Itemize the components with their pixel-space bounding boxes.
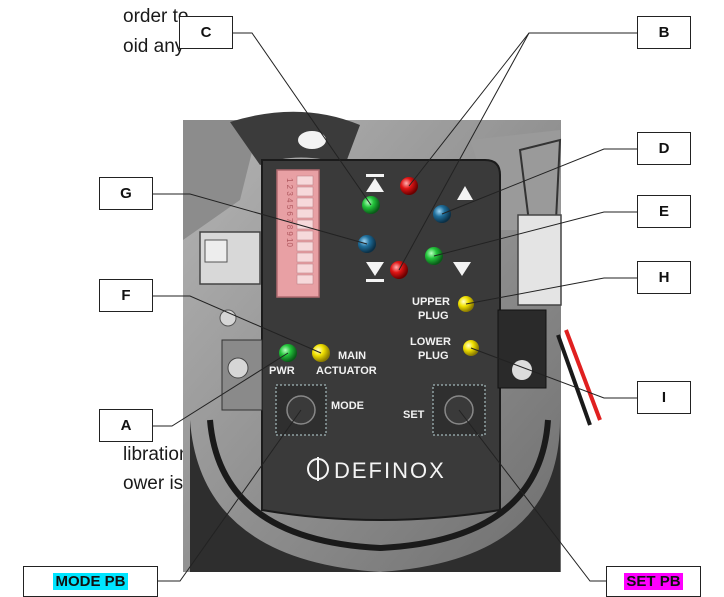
- up-arrow-icon: [457, 186, 473, 200]
- set-label: SET: [403, 409, 425, 421]
- callout-d: D: [637, 132, 691, 165]
- body-text-line-2: oid any: [123, 36, 185, 57]
- down-limit-arrow-icon: [366, 262, 384, 276]
- body-text-line-3: libration,: [123, 444, 195, 465]
- down-arrow-icon: [453, 262, 471, 276]
- callout-e: E: [637, 195, 691, 228]
- top-clip: [230, 111, 360, 165]
- leader-e: [433, 211, 639, 257]
- body-text-line-4: ower is: [123, 473, 184, 494]
- leader-h: [465, 277, 639, 305]
- black-cable: [556, 334, 592, 426]
- callout-f: F: [99, 279, 153, 312]
- mode-label: MODE: [331, 400, 364, 412]
- red-cable: [564, 329, 602, 421]
- upper-plug-label-line-2: PLUG: [418, 310, 449, 322]
- left-lower-screw: [227, 357, 249, 379]
- upper-plug-label-line-1: UPPER: [412, 296, 450, 308]
- cover-ring: [190, 420, 560, 572]
- leader-f: [152, 295, 322, 354]
- callout-set-pb: SET PB: [606, 566, 701, 597]
- main-actuator-label-line-2: ACTUATOR: [316, 365, 377, 377]
- dip-switch-levers: [296, 175, 314, 285]
- housing-shadow: [183, 120, 260, 240]
- leader-c: [232, 32, 372, 206]
- leader-set-pb: [458, 409, 608, 582]
- callout-c: C: [179, 16, 233, 49]
- callout-h: H: [637, 261, 691, 294]
- definox-logo: [307, 457, 329, 481]
- mode-pb-label: MODE PB: [53, 573, 128, 590]
- left-terminal-screw: [204, 239, 228, 263]
- leader-i: [470, 347, 639, 399]
- main-actuator-label-line-1: MAIN: [338, 350, 366, 362]
- leader-mode-pb: [157, 409, 302, 582]
- leader-lines: [152, 32, 639, 582]
- callout-mode-pb: MODE PB: [23, 566, 158, 597]
- pwr-label: PWR: [269, 365, 295, 377]
- callout-b: B: [637, 16, 691, 49]
- brand-name: DEFINOX: [334, 458, 446, 483]
- down-limit-bar: [366, 279, 384, 282]
- callout-g: G: [99, 177, 153, 210]
- leader-b-2: [398, 32, 530, 271]
- leader-d: [441, 148, 639, 215]
- up-limit-arrow-icon: [366, 178, 384, 192]
- lower-plug-label-line-1: LOWER: [410, 336, 451, 348]
- callout-a: A: [99, 409, 153, 442]
- cover-ring-edge: [207, 419, 551, 552]
- dip-switch-numbers: 1 2 3 4 5 6 7 8 9 10: [285, 178, 294, 247]
- leader-g: [152, 193, 368, 245]
- top-clip-hole: [298, 131, 326, 149]
- led-e-green: [425, 247, 443, 265]
- leader-a: [152, 352, 289, 427]
- set-pb-label: SET PB: [624, 573, 683, 590]
- callout-i: I: [637, 381, 691, 414]
- lower-plug-label-line-2: PLUG: [418, 350, 449, 362]
- up-limit-bar: [366, 174, 384, 177]
- body-text-line-1: order to: [123, 6, 189, 27]
